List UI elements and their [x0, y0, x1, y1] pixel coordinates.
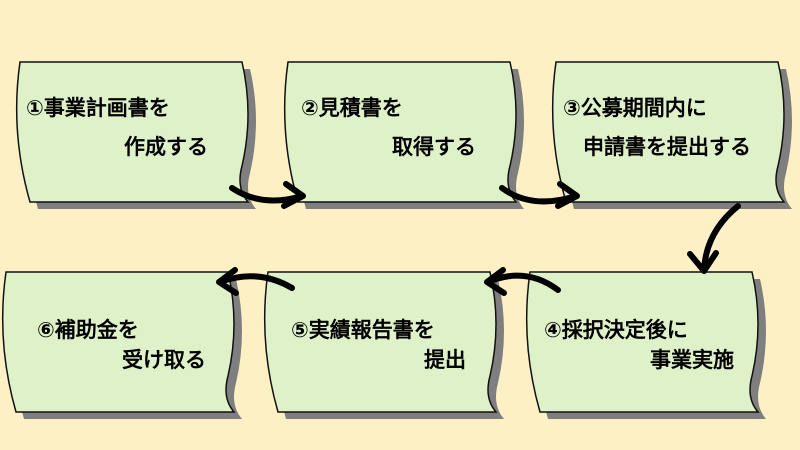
- step-6-line2: 受け取る: [122, 348, 206, 372]
- step-5-line2: 提出: [424, 348, 466, 372]
- step-1-line1: ①事業計画書を: [26, 96, 170, 120]
- step-6-line1: ⑥補助金を: [37, 318, 139, 342]
- step-4-card: [525, 271, 766, 419]
- step-5-line1: ⑤実績報告書を: [291, 318, 435, 342]
- arrow-step3-to-step4: [687, 203, 741, 274]
- step-1-line2: 作成する: [124, 135, 208, 159]
- step-2-line1: ②見積書を: [301, 96, 403, 120]
- step-6-card: [1, 271, 242, 419]
- step-2-line2: 取得する: [392, 135, 476, 159]
- arrow-step5-to-step6: [216, 267, 295, 296]
- step-5-card: [263, 271, 504, 419]
- step-3-line2: 申請書を提出する: [583, 135, 751, 159]
- arrow-step4-to-step5: [484, 267, 561, 296]
- step-3-line1: ③公募期間内に: [563, 96, 707, 120]
- step-4-line2: 事業実施: [650, 348, 734, 372]
- step-4-line1: ④採択決定後に: [544, 318, 688, 342]
- arrow-step1-to-step2: [229, 181, 306, 209]
- arrow-step2-to-step3: [499, 181, 580, 209]
